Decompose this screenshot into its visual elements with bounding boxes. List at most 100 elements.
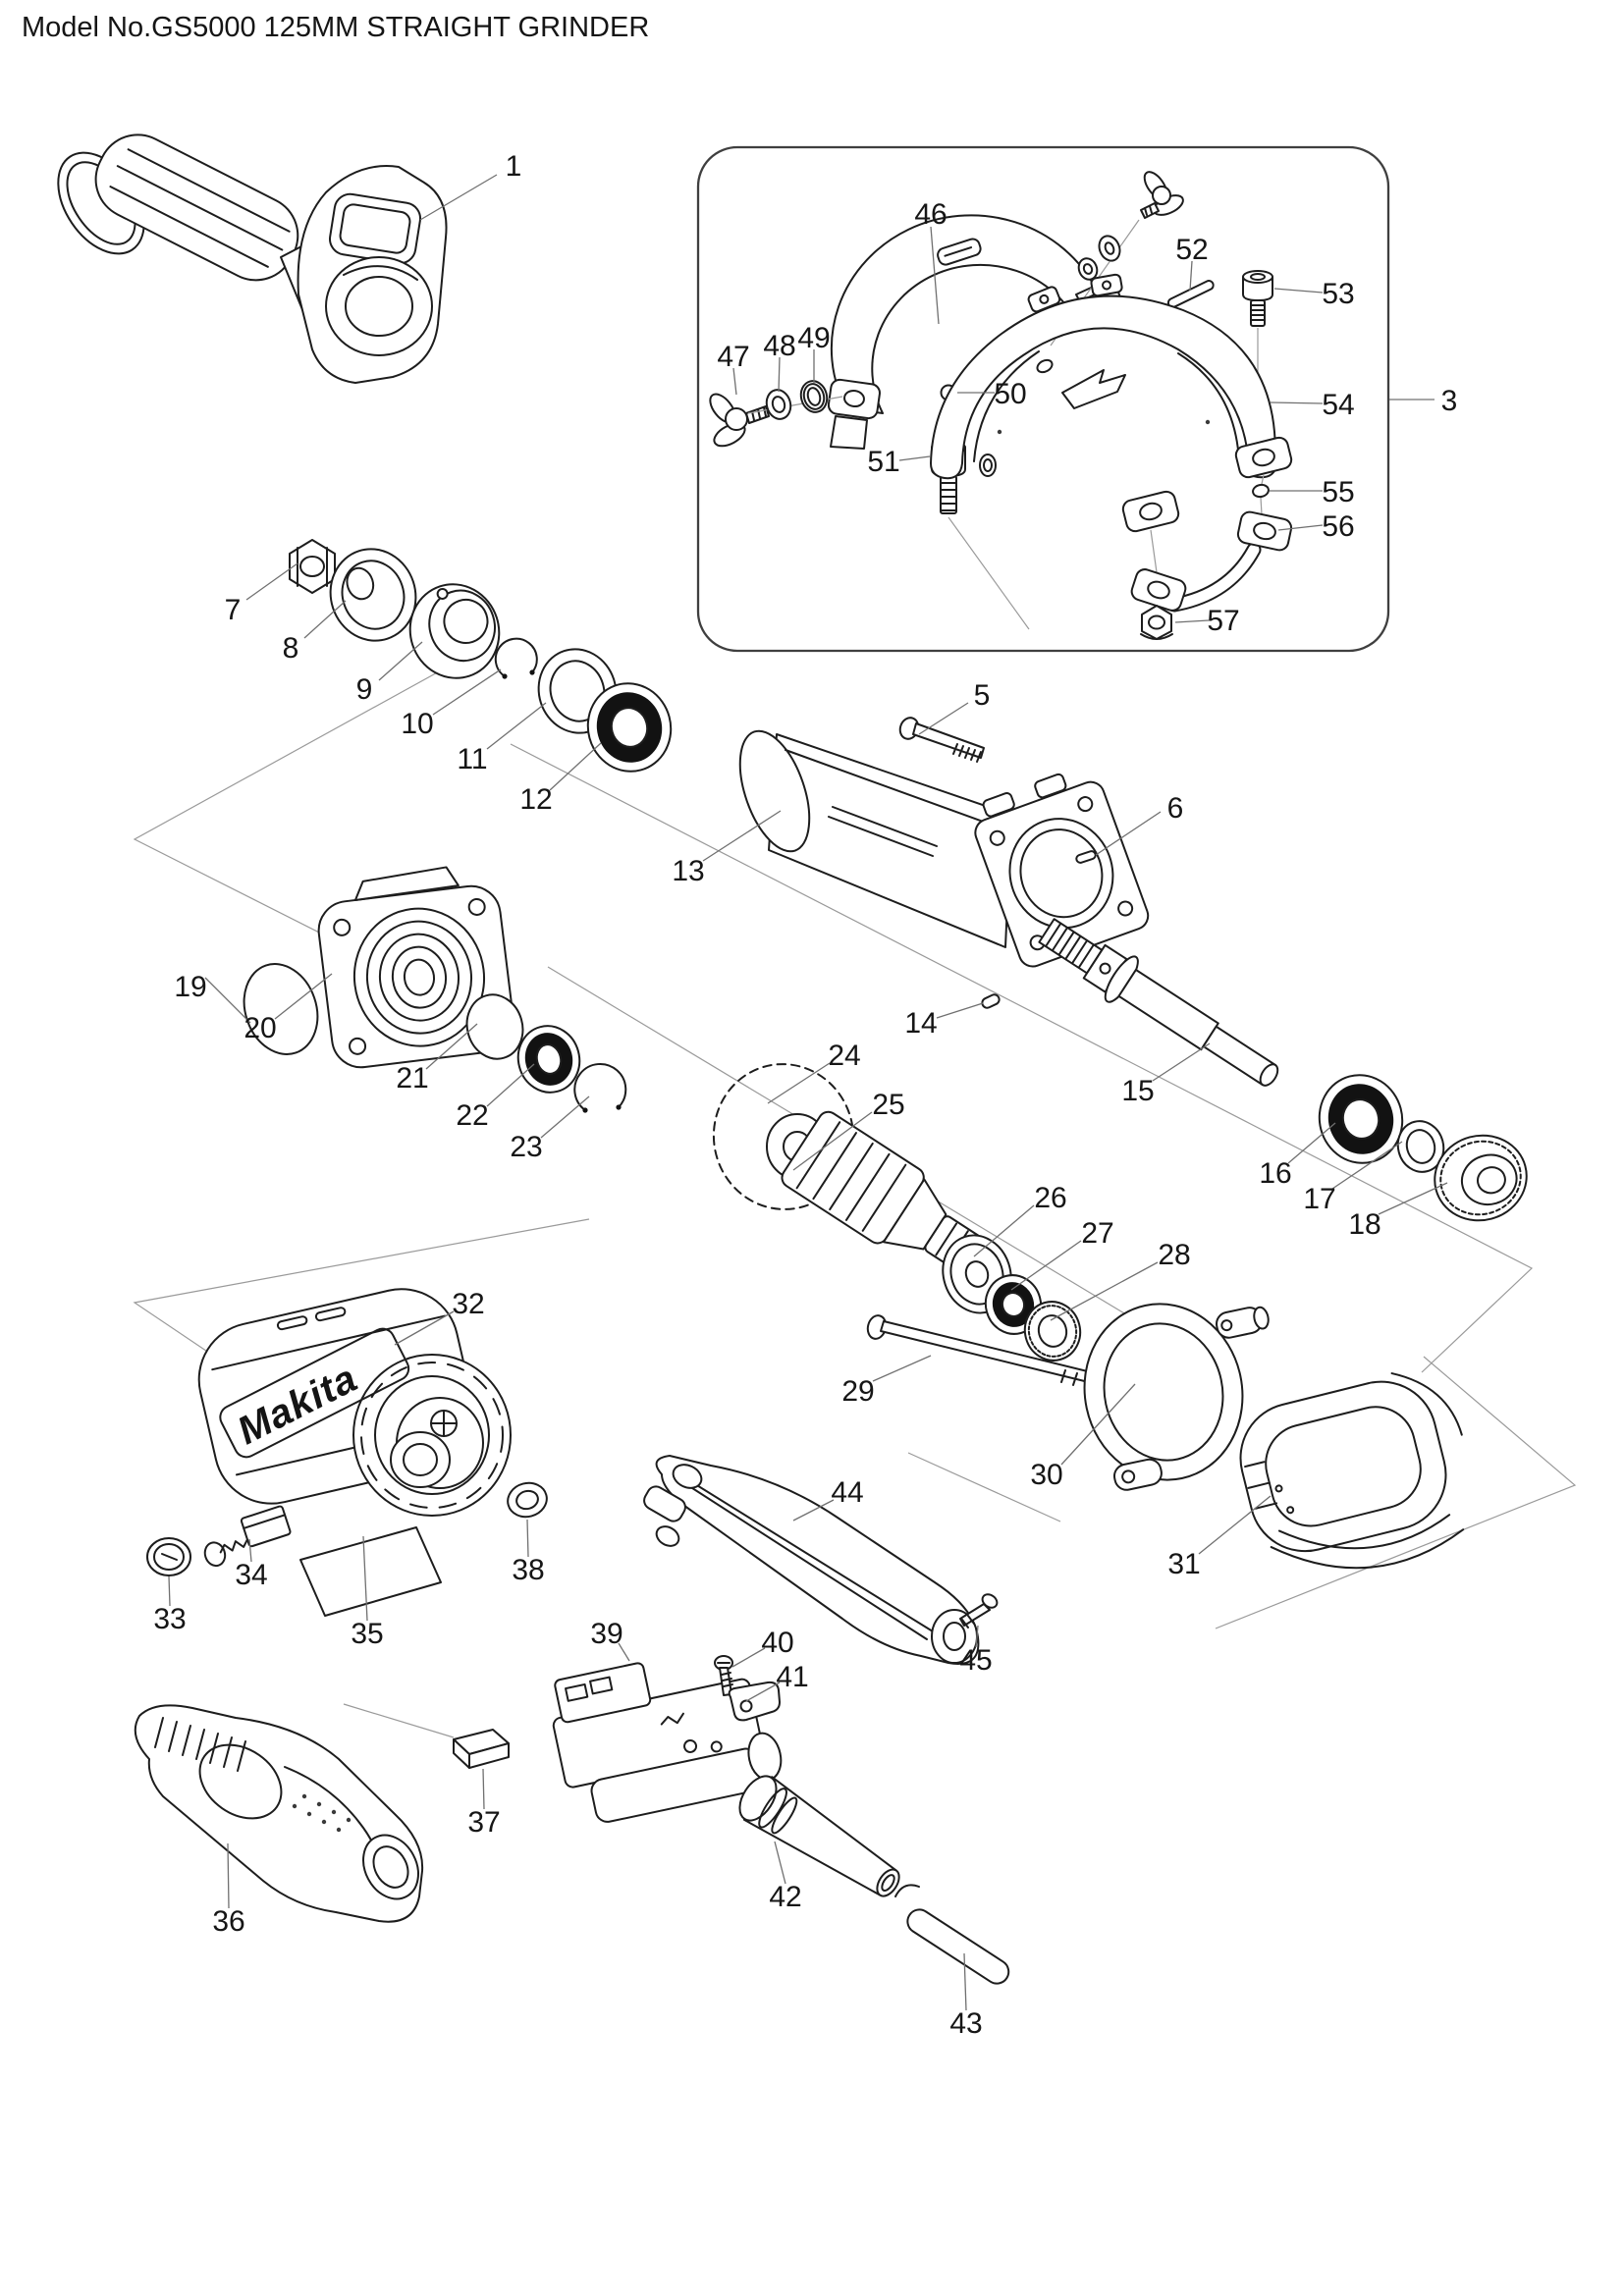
leader-line (872, 1355, 932, 1382)
callout-56: 56 (1277, 510, 1355, 543)
callout-25: 25 (792, 1089, 905, 1171)
part-13-bearing-box (738, 729, 1150, 968)
part-number-label: 22 (456, 1099, 488, 1132)
part-number-label: 53 (1322, 278, 1354, 310)
part-21-seal-disc (465, 993, 524, 1060)
part-20-gear-housing-cover (317, 866, 515, 1069)
part-17-washer (1396, 1120, 1445, 1173)
callout-44: 44 (792, 1476, 864, 1522)
part-53-bolt (1242, 270, 1273, 442)
leader-line (1331, 1141, 1403, 1190)
part-number-label: 44 (831, 1476, 863, 1509)
wing-nut-assembly (1050, 171, 1184, 347)
part-number-label: 37 (467, 1806, 500, 1839)
leader-line (898, 455, 931, 461)
leader-line (732, 367, 737, 396)
callout-11: 11 (457, 702, 547, 775)
leader-line (792, 1111, 873, 1171)
part-number-label: 54 (1322, 389, 1354, 421)
part-number-label: 13 (672, 855, 704, 887)
part-49-washer (799, 380, 829, 413)
part-number-label: 26 (1034, 1182, 1066, 1214)
part-number-label: 31 (1167, 1548, 1200, 1580)
leader-line (425, 1023, 478, 1070)
callout-6: 6 (1095, 792, 1183, 856)
leader-line (204, 977, 251, 1024)
callout-46: 46 (914, 198, 947, 325)
callout-1: 1 (419, 150, 522, 221)
leader-line (1174, 619, 1210, 623)
part-18-gear (1434, 1134, 1528, 1222)
leader-line (936, 1002, 984, 1019)
part-38-ring (507, 1481, 548, 1519)
part-number-label: 30 (1030, 1459, 1062, 1491)
leader-line (767, 1062, 831, 1104)
part-number-label: 50 (994, 378, 1026, 410)
leader-line (482, 1768, 485, 1810)
callout-13: 13 (672, 810, 782, 887)
leader-line (274, 973, 333, 1020)
leader-line (1198, 1495, 1272, 1555)
leader-line (1095, 811, 1162, 856)
callout-24: 24 (767, 1040, 861, 1104)
leader-line (963, 1952, 967, 2011)
part-number-label: 35 (351, 1618, 383, 1650)
callout-45: 45 (959, 1625, 993, 1677)
callout-53: 53 (1273, 278, 1355, 310)
leader-line (745, 1682, 781, 1702)
leader-line (774, 1841, 786, 1885)
callout-40: 40 (731, 1627, 794, 1668)
part-number-label: 8 (283, 632, 299, 665)
part-number-label: 23 (510, 1131, 542, 1163)
callout-51: 51 (867, 446, 931, 478)
part-number-label: 18 (1348, 1208, 1380, 1241)
part-1-grip (57, 133, 448, 384)
part-22-ball-bearing (516, 1025, 581, 1094)
part-number-label: 21 (396, 1062, 428, 1095)
part-number-label: 12 (519, 783, 552, 816)
leader-line (1273, 288, 1324, 294)
leader-line (526, 1519, 529, 1558)
part-number-label: 17 (1303, 1183, 1335, 1215)
leader-line (248, 1538, 252, 1563)
part-number-label: 52 (1175, 234, 1208, 266)
part-number-label: 25 (872, 1089, 904, 1121)
part-number-label: 41 (776, 1661, 808, 1693)
part-number-label: 9 (356, 673, 373, 706)
part-39-switch (552, 1662, 783, 1823)
part-number-label: 11 (457, 743, 487, 775)
callout-32: 32 (394, 1288, 485, 1346)
leader-line (227, 1842, 230, 1909)
callout-47: 47 (717, 341, 750, 396)
part-number-label: 48 (763, 330, 795, 362)
part-number-label: 3 (1441, 385, 1458, 417)
part-number-label: 1 (506, 150, 522, 183)
leader-line (378, 641, 423, 681)
part-number-label: 34 (235, 1559, 267, 1591)
leader-line (1189, 260, 1193, 292)
leader-line (303, 600, 347, 639)
part-48-washer (765, 389, 792, 420)
leader-line (362, 1535, 368, 1622)
callout-23: 23 (510, 1095, 590, 1163)
part-45-screw (959, 1593, 999, 1629)
part-15-spindle (1038, 918, 1279, 1087)
callout-26: 26 (973, 1182, 1067, 1257)
part-5-screw (898, 717, 985, 763)
part-number-label: 42 (769, 1881, 801, 1913)
callout-39: 39 (590, 1618, 630, 1662)
part-12-ball-bearing (586, 682, 673, 773)
callout-38: 38 (512, 1519, 545, 1586)
part-9-bearing-retainer (408, 583, 501, 679)
callout-57: 57 (1174, 605, 1240, 637)
part-number-label: 29 (841, 1375, 874, 1408)
part-number-label: 14 (904, 1007, 937, 1040)
leader-line (486, 1063, 535, 1107)
leader-line (778, 356, 781, 393)
part-6-pin (1075, 850, 1097, 864)
part-41-switch-plate (728, 1681, 781, 1722)
part-number-label: 20 (244, 1012, 276, 1044)
callout-15: 15 (1121, 1042, 1211, 1107)
